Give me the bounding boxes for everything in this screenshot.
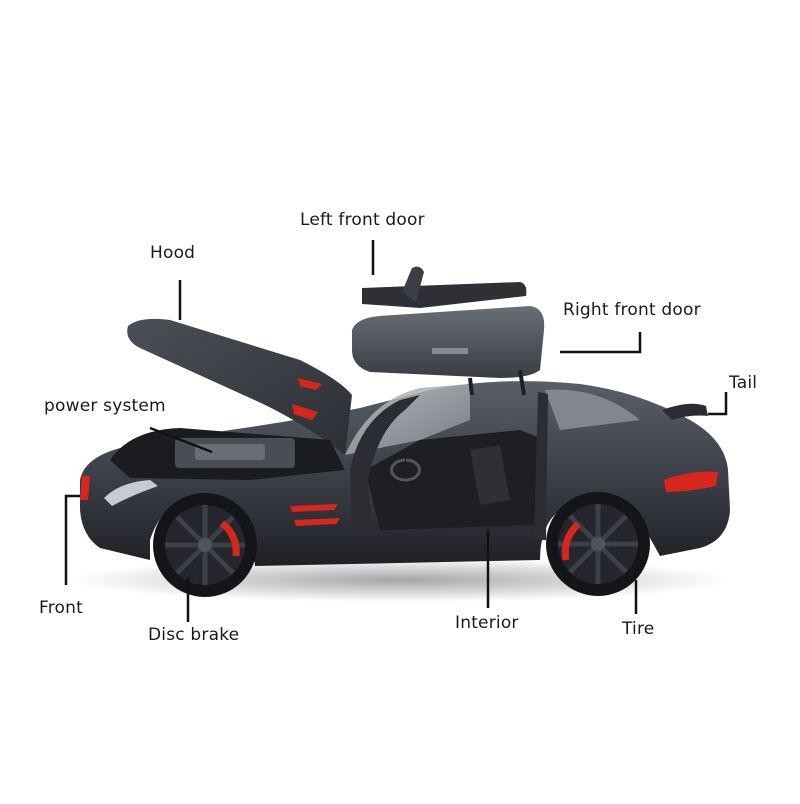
label-tail: Tail: [729, 373, 758, 393]
tail-light: [664, 471, 718, 492]
door-frame-front: [350, 395, 420, 530]
leader-tail: [708, 392, 728, 416]
leader-right-front-door: [560, 332, 642, 354]
side-vent-2: [294, 518, 340, 526]
label-left-front-door: Left front door: [300, 210, 425, 230]
leader-power-system: [149, 426, 213, 454]
front-wheel: [153, 493, 257, 597]
label-right-front-door: Right front door: [563, 300, 701, 320]
label-interior: Interior: [455, 613, 519, 633]
label-tire: Tire: [622, 619, 655, 639]
label-hood: Hood: [150, 243, 196, 263]
left-front-door-handle: [402, 266, 424, 302]
leader-front: [64, 494, 80, 585]
side-vent-1: [290, 504, 338, 512]
leader-lines: [64, 240, 728, 622]
door-frame-rear: [534, 392, 548, 540]
hood-red-accent: [292, 378, 322, 420]
engine-detail: [195, 444, 265, 460]
label-front: Front: [39, 598, 83, 618]
door-badge: [432, 348, 468, 354]
left-front-door-panel: [362, 282, 527, 308]
steering-wheel: [390, 458, 421, 482]
label-disc-brake: Disc brake: [148, 625, 240, 645]
label-power-system: power system: [44, 396, 166, 416]
headlight: [104, 480, 158, 506]
right-front-door-panel: [352, 306, 545, 378]
rear-glass: [545, 389, 640, 430]
seat: [470, 445, 510, 505]
tail-spoiler: [662, 403, 708, 420]
open-hood: [127, 318, 352, 455]
front-red-marker: [80, 476, 90, 500]
rear-wheel: [546, 492, 650, 596]
door-strut: [468, 369, 526, 396]
